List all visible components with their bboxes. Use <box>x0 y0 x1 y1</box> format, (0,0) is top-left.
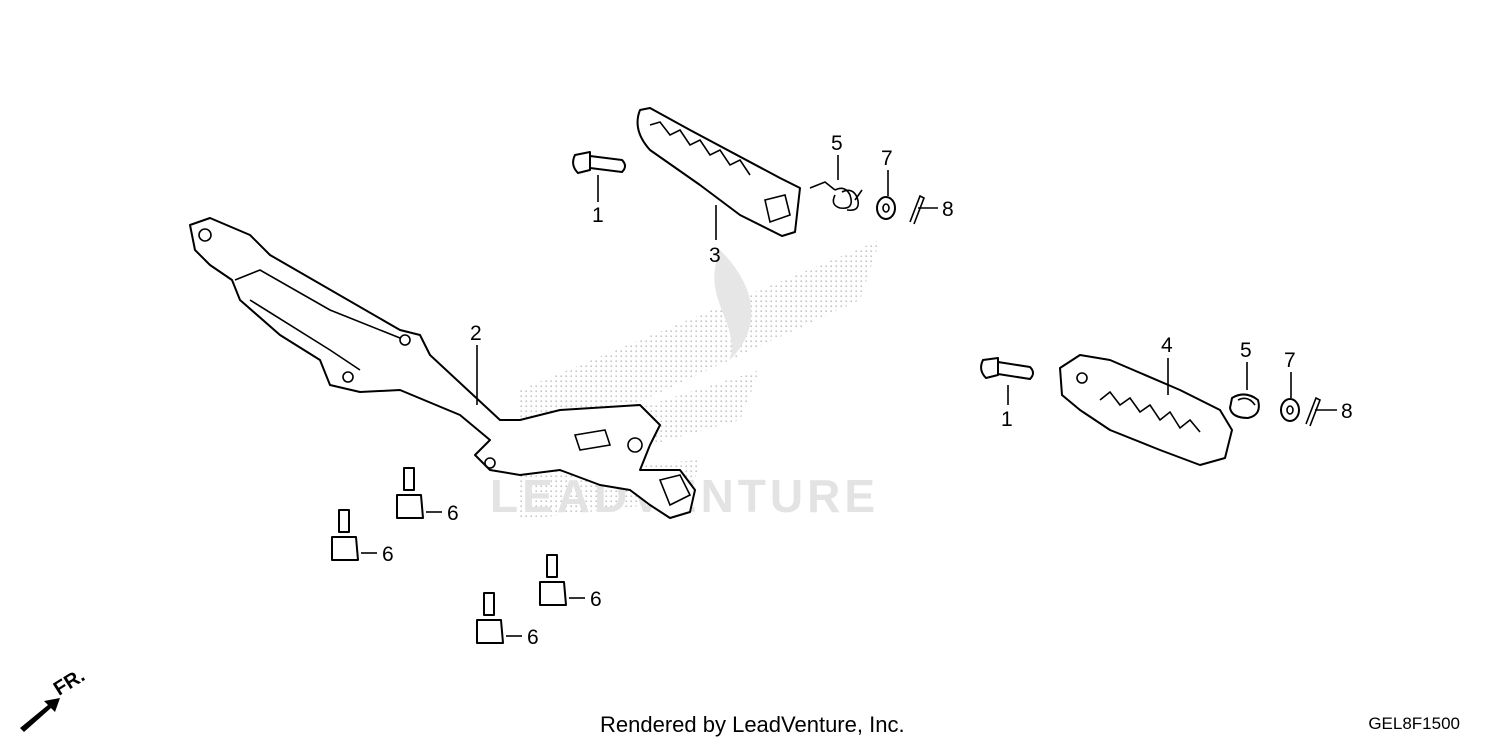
callout-8-upper[interactable]: 8 <box>942 198 954 221</box>
bolt-1[interactable] <box>396 467 442 519</box>
callout-6-c[interactable]: 6 <box>590 588 602 611</box>
cotter-pin-lower[interactable] <box>1305 396 1337 427</box>
callout-6-a[interactable]: 6 <box>447 502 459 525</box>
callout-6-d[interactable]: 6 <box>527 626 539 649</box>
spring-upper[interactable] <box>809 155 863 212</box>
callout-7-upper[interactable]: 7 <box>881 147 893 170</box>
bolt-2[interactable] <box>331 509 377 561</box>
step-bar[interactable] <box>189 217 696 519</box>
cotter-pin-upper[interactable] <box>909 194 938 225</box>
callout-5-upper[interactable]: 5 <box>831 132 843 155</box>
pin-lower[interactable] <box>980 357 1034 405</box>
diagram-code: GEL8F1500 <box>1368 714 1460 733</box>
footpeg-upper[interactable] <box>636 107 801 240</box>
callout-7-lower[interactable]: 7 <box>1284 349 1296 372</box>
callout-6-b[interactable]: 6 <box>382 543 394 566</box>
callout-5-lower[interactable]: 5 <box>1240 339 1252 362</box>
callout-1-lower[interactable]: 1 <box>1001 408 1013 431</box>
callout-1-upper[interactable]: 1 <box>592 204 604 227</box>
callout-3[interactable]: 3 <box>709 244 721 267</box>
callout-2[interactable]: 2 <box>470 322 482 345</box>
pin-upper[interactable] <box>572 151 626 202</box>
bolt-4[interactable] <box>476 592 522 644</box>
spring-lower[interactable] <box>1229 362 1260 419</box>
bolt-3[interactable] <box>539 554 585 606</box>
callout-8-lower[interactable]: 8 <box>1341 400 1353 423</box>
washer-lower[interactable] <box>1280 372 1300 422</box>
front-arrow-icon <box>20 698 60 732</box>
washer-upper[interactable] <box>876 170 896 220</box>
footpeg-lower[interactable] <box>1059 354 1233 466</box>
callout-4[interactable]: 4 <box>1161 334 1173 357</box>
rendered-by-footer: Rendered by LeadVenture, Inc. <box>600 712 905 737</box>
